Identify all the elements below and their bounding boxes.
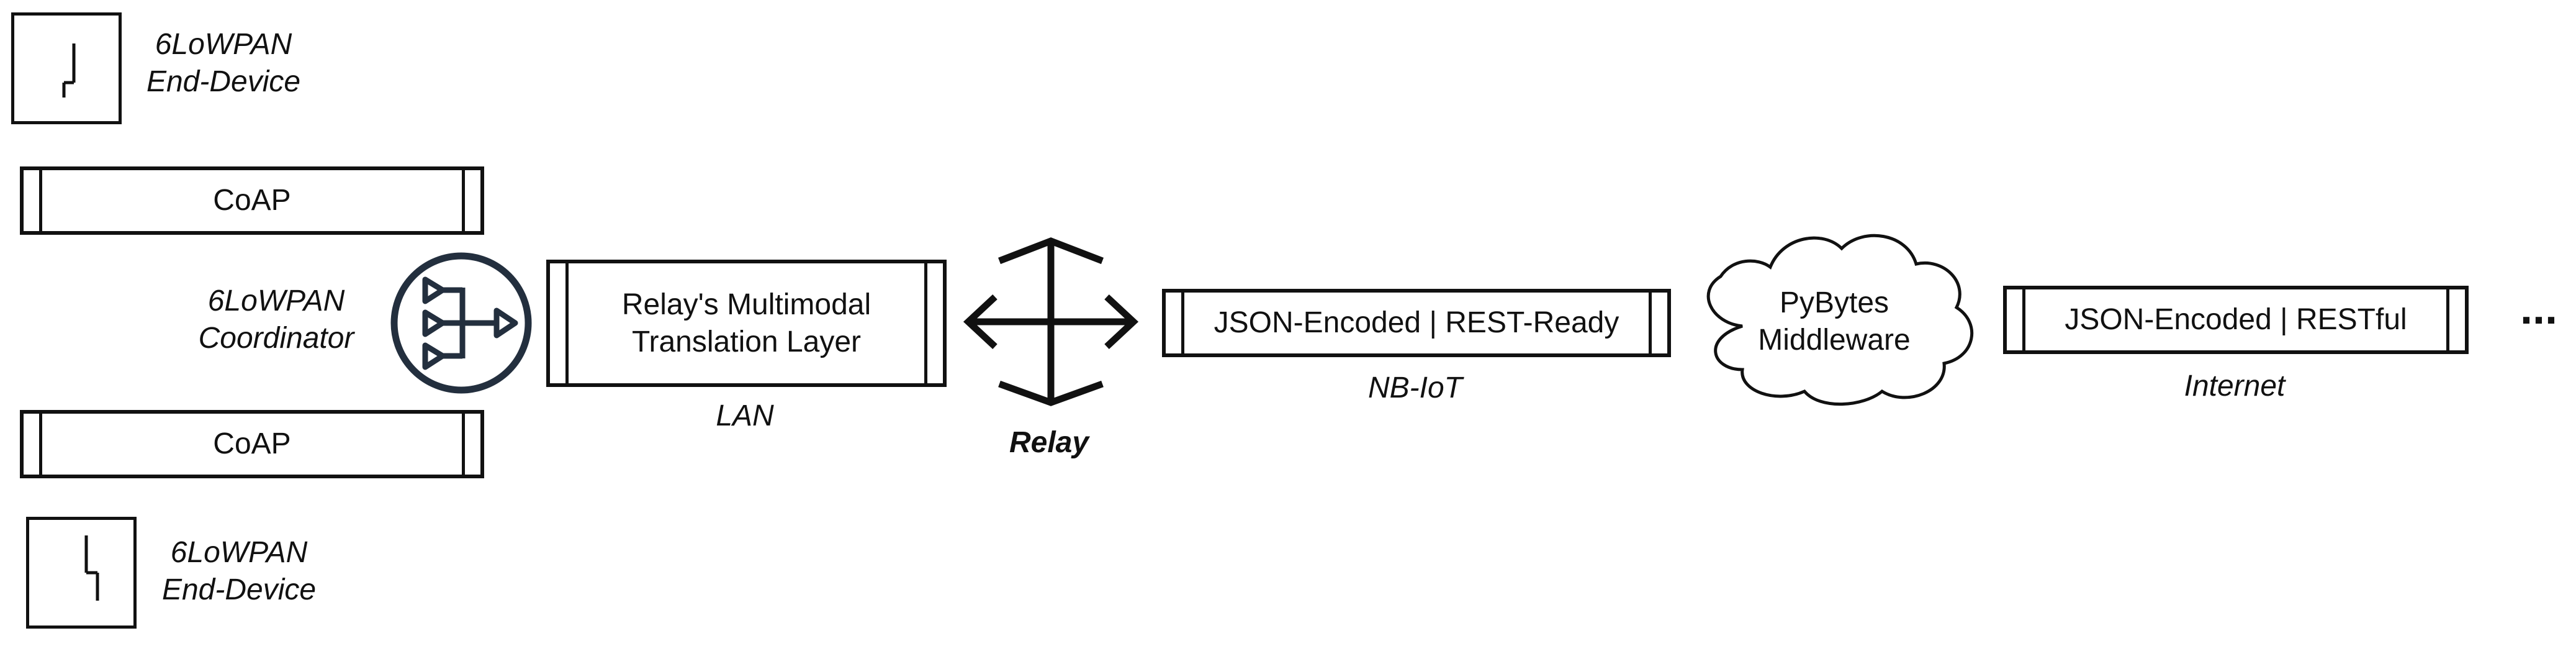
end-device-label-bottom: 6LoWPAN End-Device	[152, 534, 326, 609]
middleware-label-line2: Middleware	[1758, 324, 1911, 357]
coordinator-label-line2: Coordinator	[198, 322, 354, 355]
relay-icon	[963, 237, 1139, 406]
translation-layer-line1: Relay's Multimodal	[621, 288, 871, 321]
end-device-label-top-line1: 6LoWPAN	[155, 28, 292, 61]
translation-layer-box: Relay's Multimodal Translation Layer	[546, 260, 947, 387]
end-device-icon-bottom	[84, 535, 99, 601]
end-device-label-top: 6LoWPAN End-Device	[137, 26, 310, 101]
translation-layer-text: Relay's Multimodal Translation Layer	[622, 286, 871, 361]
relay-label: Relay	[1009, 426, 1089, 459]
nbiot-caption: NB-IoT	[1367, 371, 1462, 404]
middleware-cloud-icon	[1706, 234, 1974, 406]
lan-caption: LAN	[716, 399, 774, 432]
coordinator-label-line1: 6LoWPAN	[207, 284, 345, 317]
middleware-label: PyBytes Middleware	[1738, 284, 1930, 359]
end-device-box-bottom	[26, 517, 137, 629]
translation-layer-line2: Translation Layer	[631, 325, 862, 358]
continuation-ellipsis: ...	[2520, 284, 2557, 334]
internet-box: JSON-Encoded | RESTful	[2003, 286, 2469, 354]
coordinator-router-icon	[390, 252, 532, 394]
nbiot-text: JSON-Encoded | REST-Ready	[1214, 306, 1619, 339]
coordinator-label: 6LoWPAN Coordinator	[180, 283, 372, 357]
end-device-label-bottom-line1: 6LoWPAN	[170, 536, 308, 569]
internet-text: JSON-Encoded | RESTful	[2065, 303, 2407, 336]
coap-label-top: CoAP	[213, 184, 291, 217]
internet-caption: Internet	[2184, 370, 2286, 403]
end-device-icon-top	[62, 43, 76, 98]
end-device-box-top	[11, 12, 122, 124]
end-device-label-bottom-line2: End-Device	[161, 573, 317, 606]
coap-box-bottom: CoAP	[20, 410, 484, 478]
nbiot-box: JSON-Encoded | REST-Ready	[1162, 289, 1671, 357]
coap-box-top: CoAP	[20, 166, 484, 235]
middleware-label-line1: PyBytes	[1779, 286, 1889, 319]
end-device-label-top-line2: End-Device	[146, 65, 301, 98]
coap-label-bottom: CoAP	[213, 427, 291, 460]
